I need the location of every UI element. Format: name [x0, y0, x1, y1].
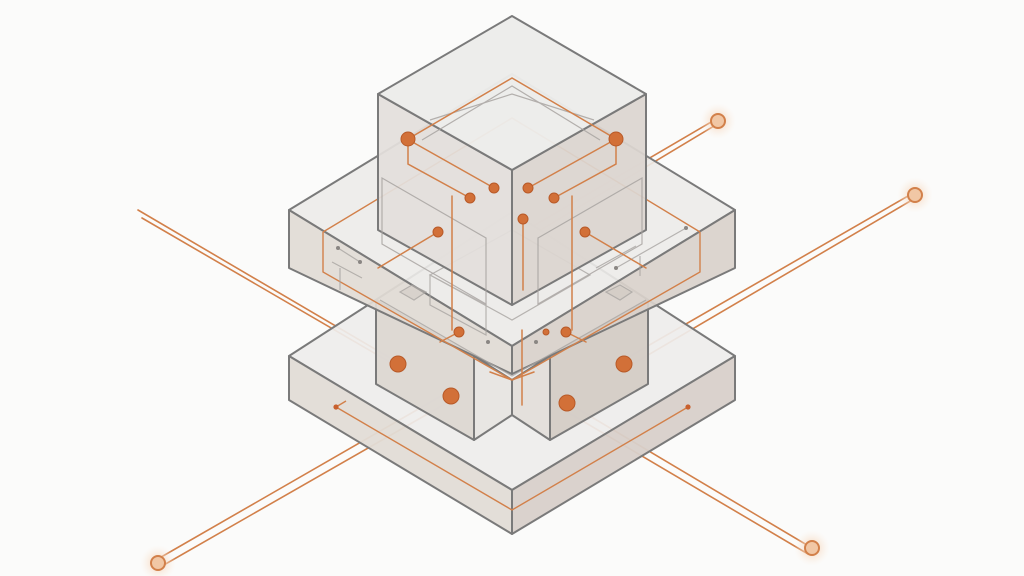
node-left-lead: [389, 355, 407, 373]
cube-top-face: [377, 15, 647, 171]
node-bottom-left-lead: [442, 387, 460, 405]
node-cube-right-top: [608, 131, 624, 147]
base-node-left: [333, 404, 339, 410]
terminal-right: [897, 177, 933, 213]
external-terminals: [140, 103, 933, 576]
internal-nodes: [389, 131, 633, 412]
base-node-right: [685, 404, 691, 410]
node-cube-left-top: [400, 131, 416, 147]
node-bottom-right-lead: [558, 394, 576, 412]
terminal-top-right: [700, 103, 736, 139]
top-cube: [377, 15, 647, 306]
terminal-bottom-right: [794, 530, 830, 566]
terminal-bottom-left: [140, 545, 176, 576]
node-right-lead: [615, 355, 633, 373]
cube-inner-ghosts: [381, 85, 643, 306]
